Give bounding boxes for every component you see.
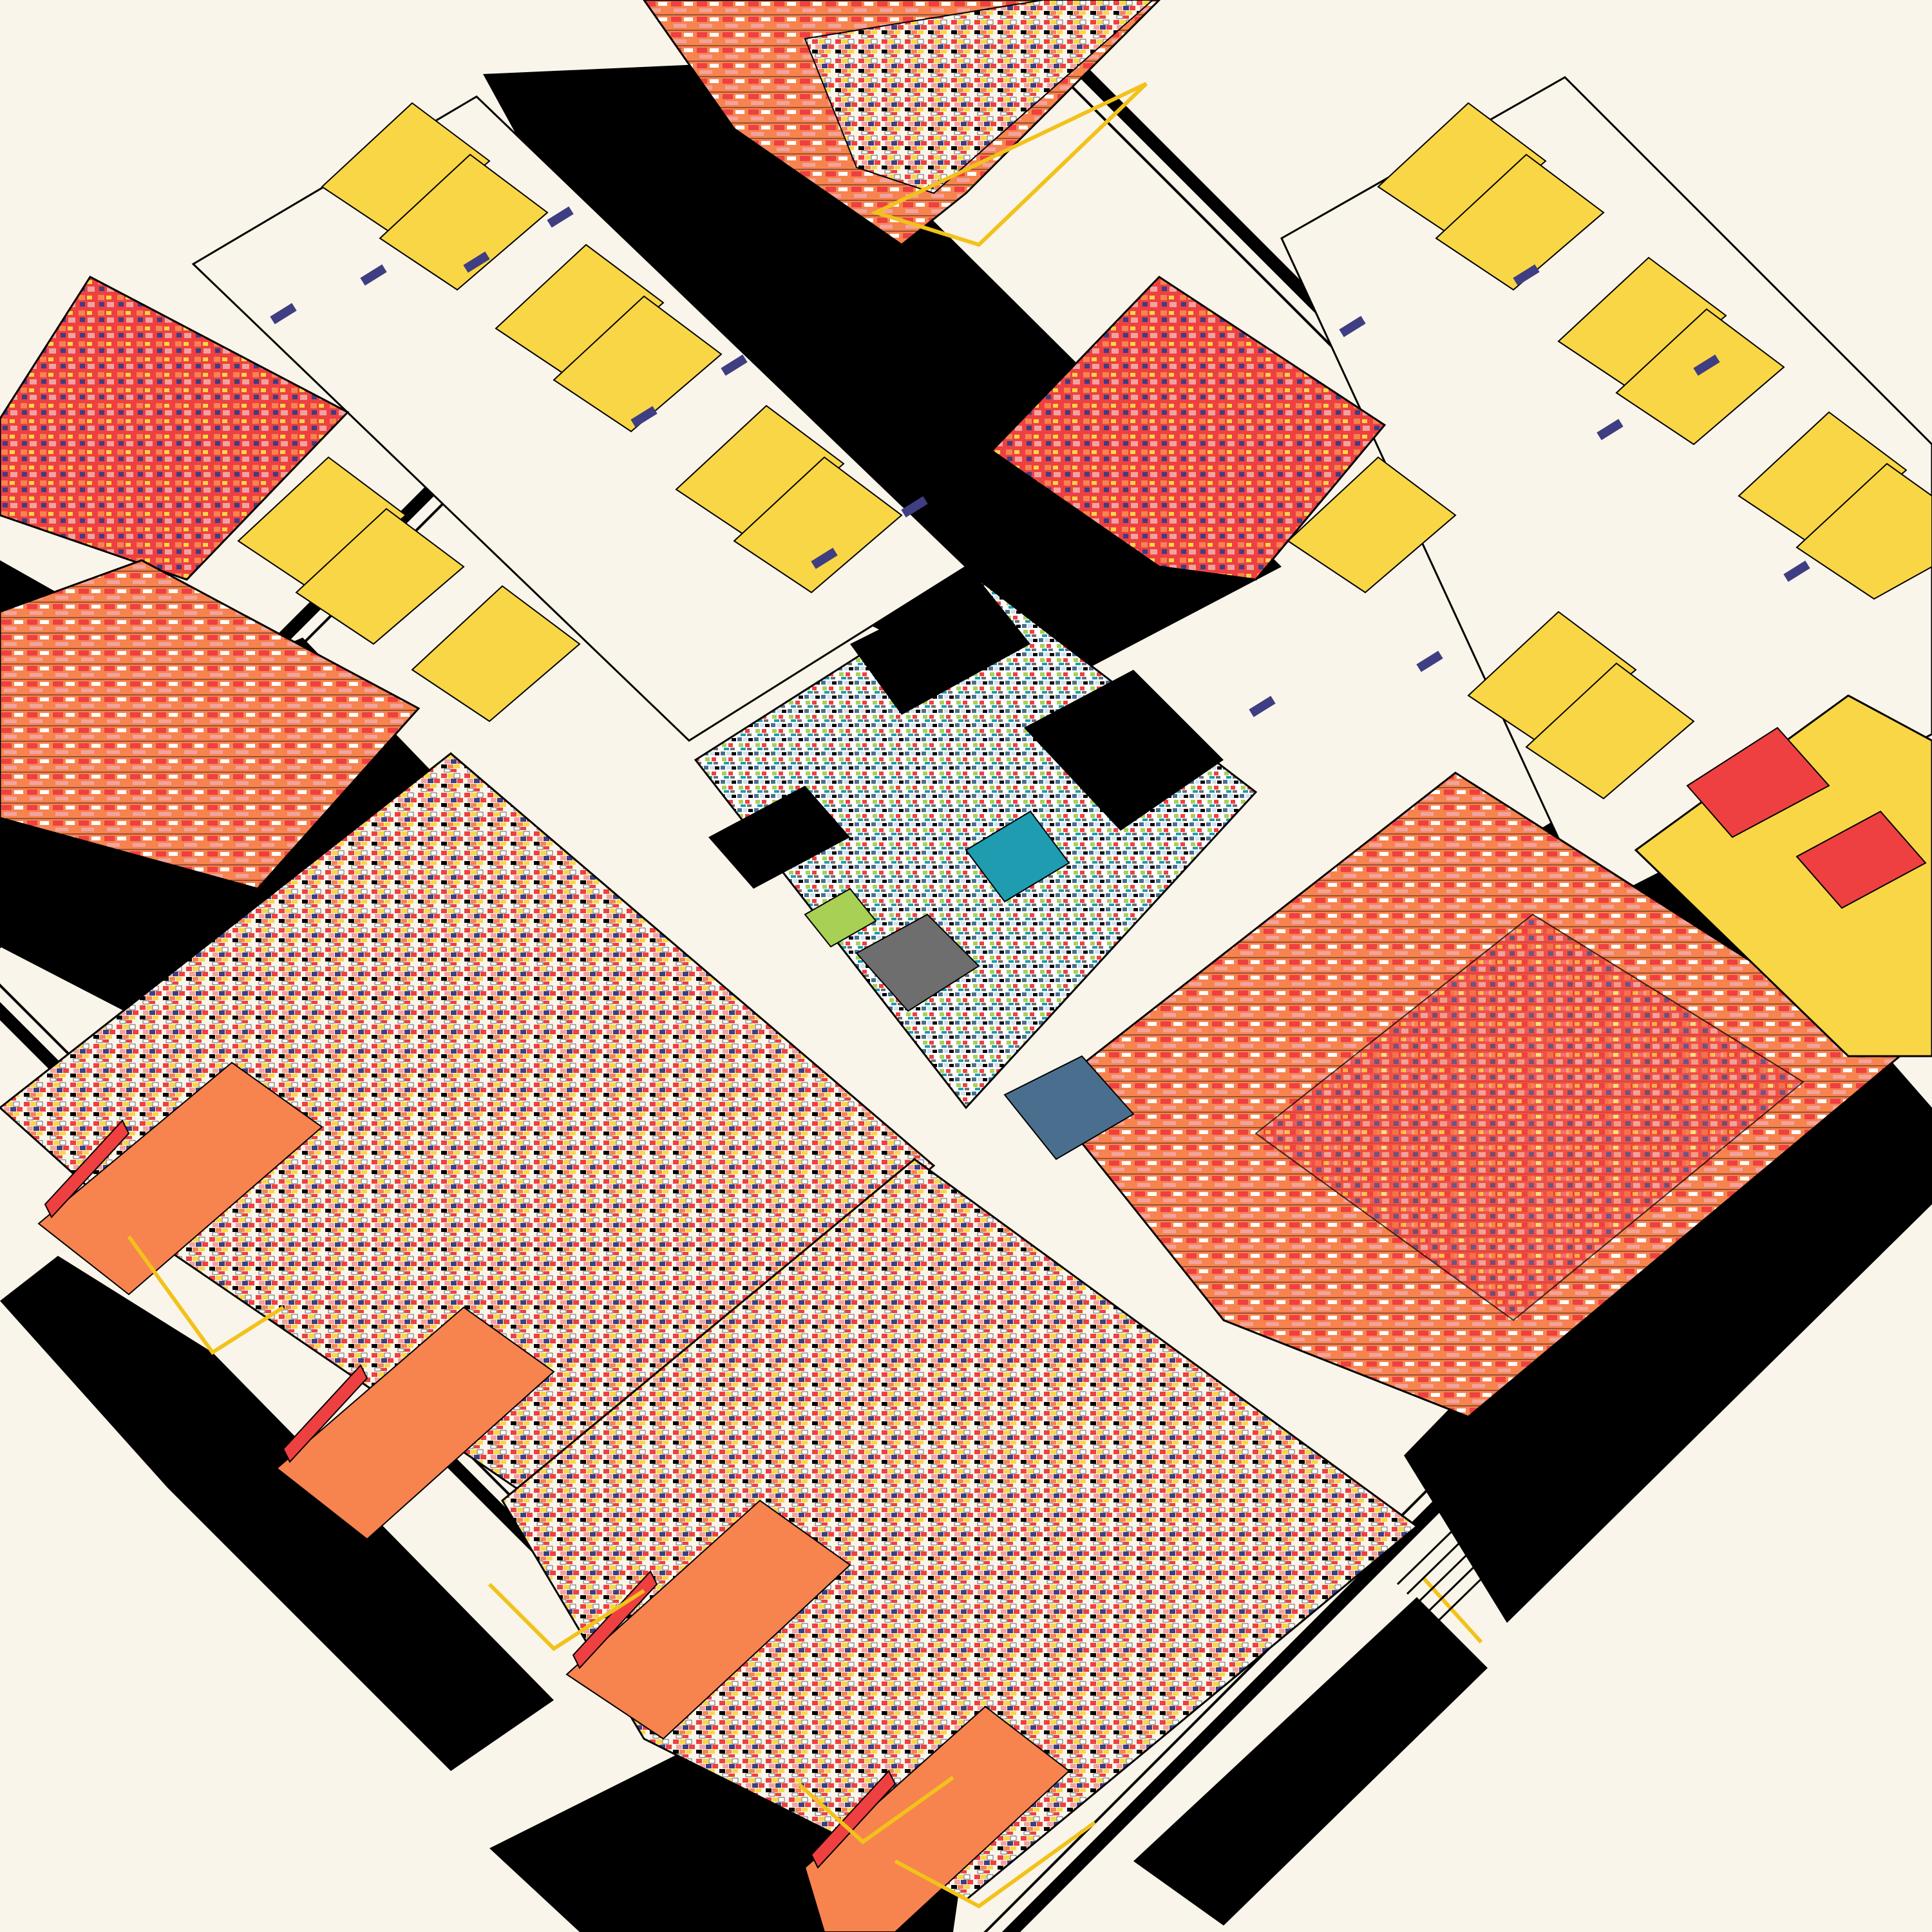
- core-black-structure-3: [708, 786, 850, 889]
- core-dark-block: [855, 913, 980, 1012]
- yellow-trace-north: [870, 82, 1148, 247]
- stacked-traces-southeast: [1396, 1094, 1932, 1624]
- core-lime-block: [804, 887, 877, 948]
- red-block-northwest: [0, 276, 350, 581]
- yellow-traces: [127, 1235, 1483, 1909]
- core-teal-block: [965, 810, 1070, 903]
- core-black-structure-1: [850, 580, 1030, 715]
- logic-cluster-north-detail: [804, 0, 1154, 194]
- memory-pads-northeast: [1287, 102, 1932, 800]
- black-rail-north: [483, 61, 1282, 702]
- core-black-structure-2: [1024, 670, 1224, 831]
- coral-band-west: [0, 559, 421, 890]
- red-strips: [44, 1119, 896, 1869]
- black-rail-southeast: [1133, 1597, 1488, 1926]
- memory-pads-northwest: [237, 102, 903, 723]
- module-field-east-overlay: [1255, 913, 1804, 1321]
- red-cap-east: [1686, 726, 1830, 838]
- contact-marks: [270, 206, 1810, 717]
- black-rail-southwest: [0, 1256, 554, 1771]
- red-cap-east-2: [1795, 810, 1927, 909]
- yellow-block-east: [1634, 694, 1932, 1057]
- core-slate-block: [1003, 1055, 1135, 1160]
- plate-northeast: [1280, 76, 1932, 910]
- coral-slabs: [37, 1061, 1070, 1932]
- red-block-northeast: [990, 276, 1387, 581]
